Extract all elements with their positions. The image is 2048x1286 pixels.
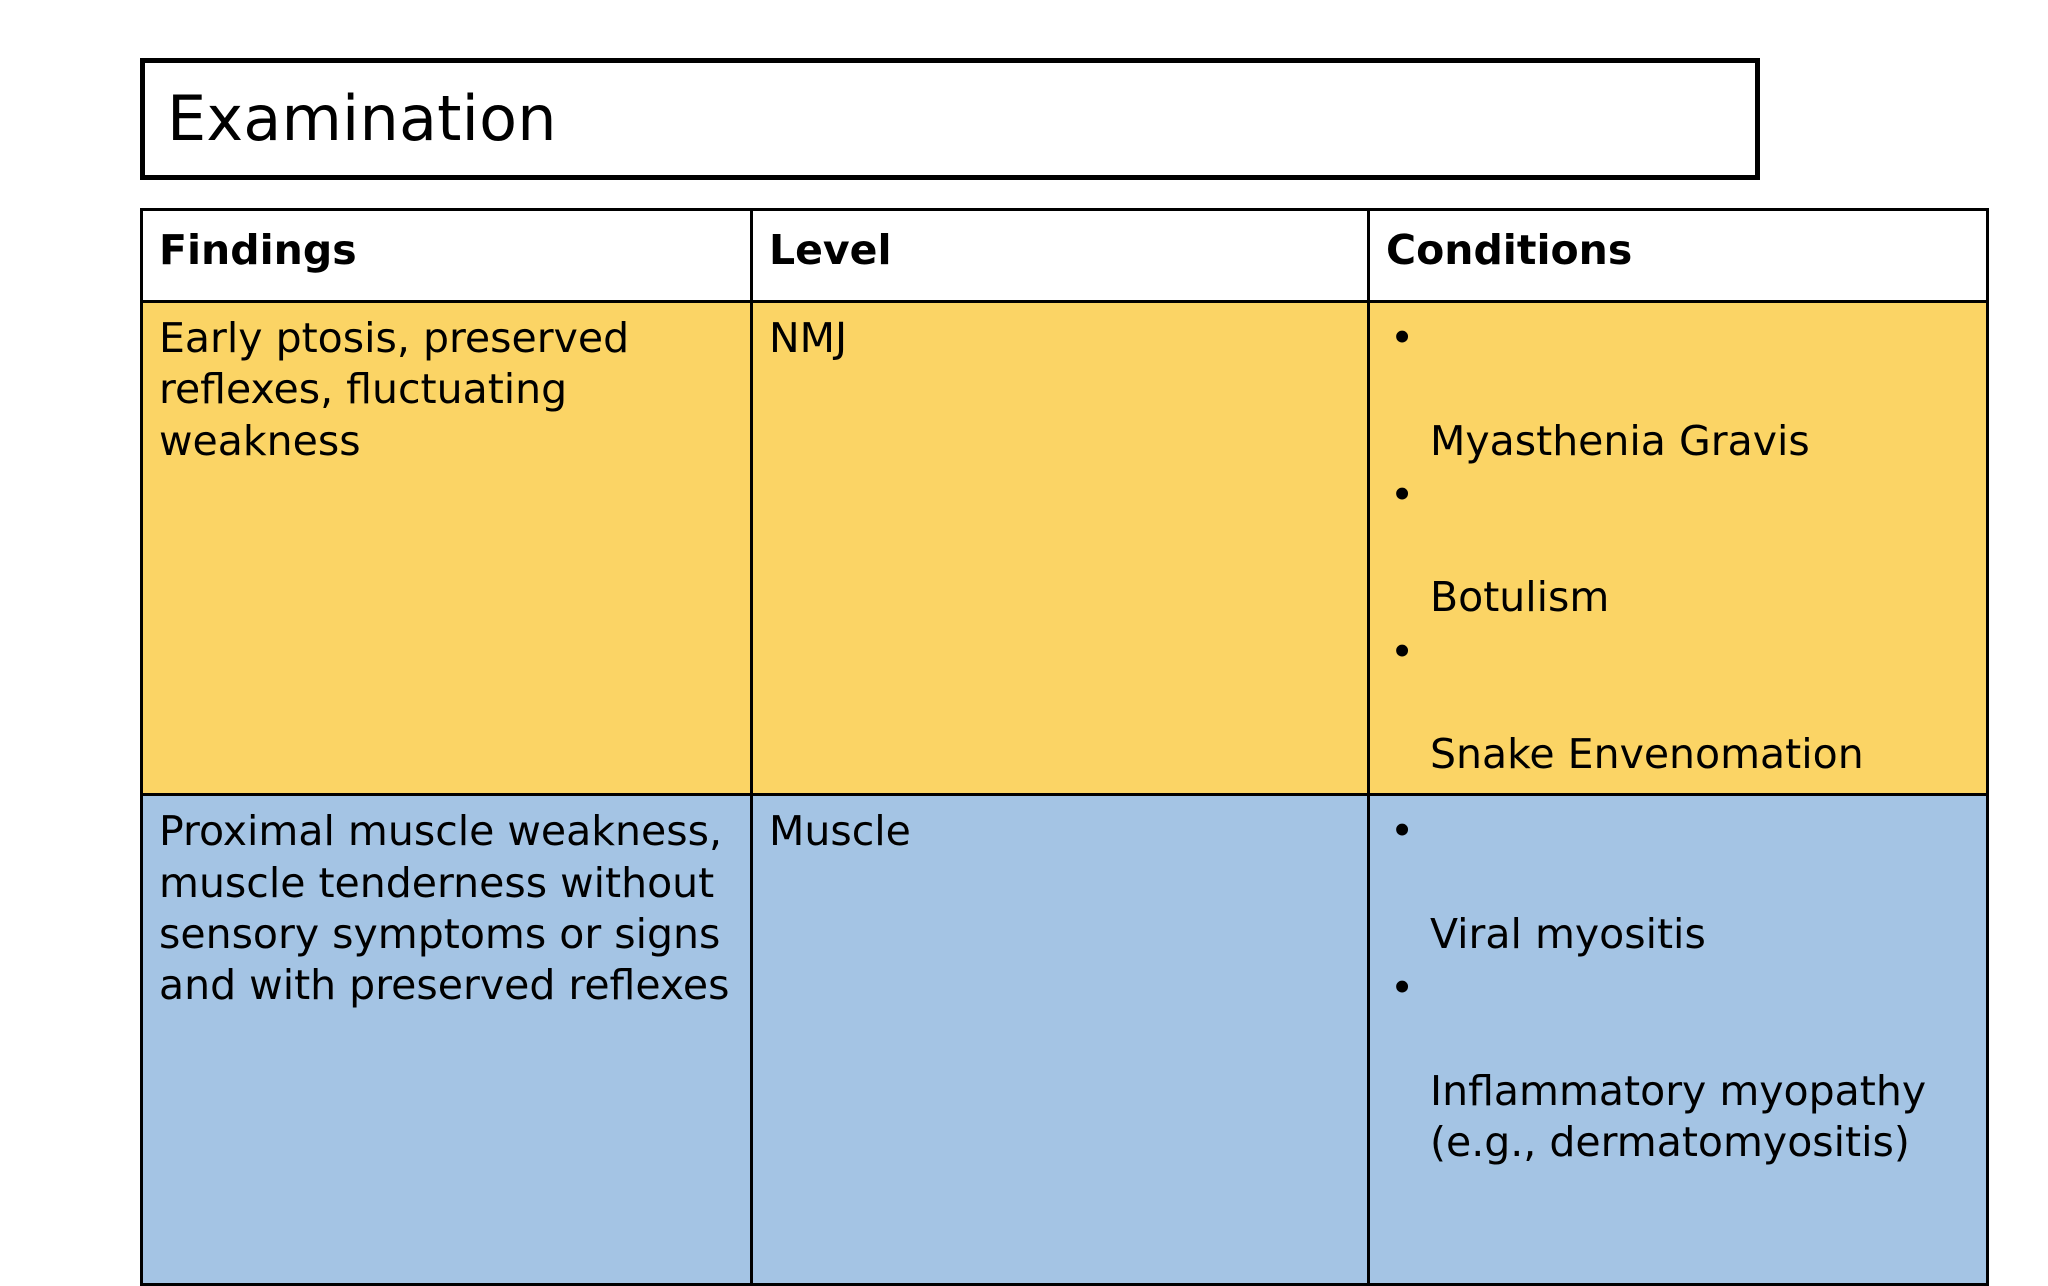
list-item-label: Viral myositis: [1430, 909, 1706, 958]
list-item-label: Inflammatory myopathy (e.g., dermatomyos…: [1430, 1066, 1927, 1166]
list-item-label: Botulism: [1430, 573, 1610, 622]
level-text: NMJ: [769, 314, 848, 362]
list-item: • Snake Envenomation: [1386, 627, 1972, 781]
column-header-conditions: Conditions: [1367, 208, 1989, 303]
cell-conditions: • Myasthenia Gravis • Botulism • Snake E…: [1367, 299, 1989, 797]
column-header-level: Level: [750, 208, 1370, 303]
cell-findings: Early ptosis, preserved reflexes, fluctu…: [140, 299, 753, 797]
bullet-icon: •: [1390, 627, 1415, 676]
list-item: • Inflammatory myopathy (e.g., dermatomy…: [1386, 963, 1972, 1168]
conditions-list: • Viral myositis • Inflammatory myopathy…: [1386, 806, 1972, 1168]
conditions-list: • Myasthenia Gravis • Botulism • Snake E…: [1386, 313, 1972, 780]
bullet-icon: •: [1390, 314, 1415, 362]
list-item-label: Snake Envenomation: [1430, 730, 1864, 778]
slide-title-box: Examination: [140, 58, 1760, 180]
examination-table: Findings Level Conditions Early ptosis, …: [140, 208, 1989, 1286]
findings-text: Early ptosis, preserved reflexes, fluctu…: [159, 314, 630, 465]
cell-findings: Proximal muscle weakness, muscle tendern…: [140, 793, 753, 1286]
table-header-row: Findings Level Conditions: [140, 208, 1989, 303]
bullet-icon: •: [1390, 807, 1415, 856]
list-item-label: Myasthenia Gravis: [1430, 416, 1810, 465]
list-item: • Viral myositis: [1386, 806, 1972, 960]
list-item: • Botulism: [1386, 470, 1972, 624]
table-row: Proximal muscle weakness, muscle tendern…: [140, 793, 1989, 1286]
column-header-findings: Findings: [140, 208, 753, 303]
findings-text: Proximal muscle weakness, muscle tendern…: [159, 807, 730, 1009]
bullet-icon: •: [1390, 964, 1415, 1012]
cell-level: NMJ: [750, 299, 1370, 797]
list-item: • Myasthenia Gravis: [1386, 313, 1972, 467]
page-title: Examination: [167, 82, 557, 156]
cell-conditions: • Viral myositis • Inflammatory myopathy…: [1367, 793, 1989, 1286]
bullet-icon: •: [1390, 470, 1415, 519]
cell-level: Muscle: [750, 793, 1370, 1286]
table-row: Early ptosis, preserved reflexes, fluctu…: [140, 299, 1989, 797]
level-text: Muscle: [769, 807, 911, 856]
